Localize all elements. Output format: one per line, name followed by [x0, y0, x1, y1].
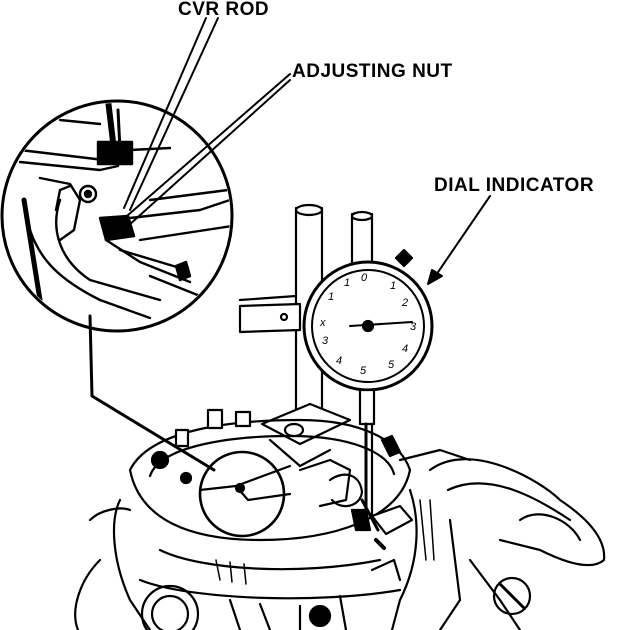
cvr-rod-label: CVR ROD — [178, 0, 270, 20]
svg-text:1: 1 — [328, 291, 334, 303]
svg-text:3: 3 — [410, 321, 417, 333]
carburetor-body — [74, 408, 606, 630]
svg-text:2: 2 — [401, 297, 408, 309]
dial-indicator-label: DIAL INDICATOR — [434, 175, 595, 196]
svg-text:3: 3 — [322, 335, 329, 347]
detail-inset — [0, 99, 234, 333]
svg-text:1: 1 — [344, 277, 350, 289]
dial-indicator: 0 1 2 3 4 5 5 4 3 x 1 1 — [238, 203, 434, 532]
svg-text:0: 0 — [361, 272, 368, 284]
svg-text:1: 1 — [390, 280, 396, 292]
adjusting-nut-label: ADJUSTING NUT — [292, 61, 453, 82]
svg-text:4: 4 — [336, 355, 342, 367]
svg-text:4: 4 — [402, 343, 408, 355]
leader-lines — [88, 17, 491, 472]
svg-text:5: 5 — [360, 365, 367, 377]
svg-text:5: 5 — [388, 359, 395, 371]
svg-text:x: x — [319, 317, 326, 329]
